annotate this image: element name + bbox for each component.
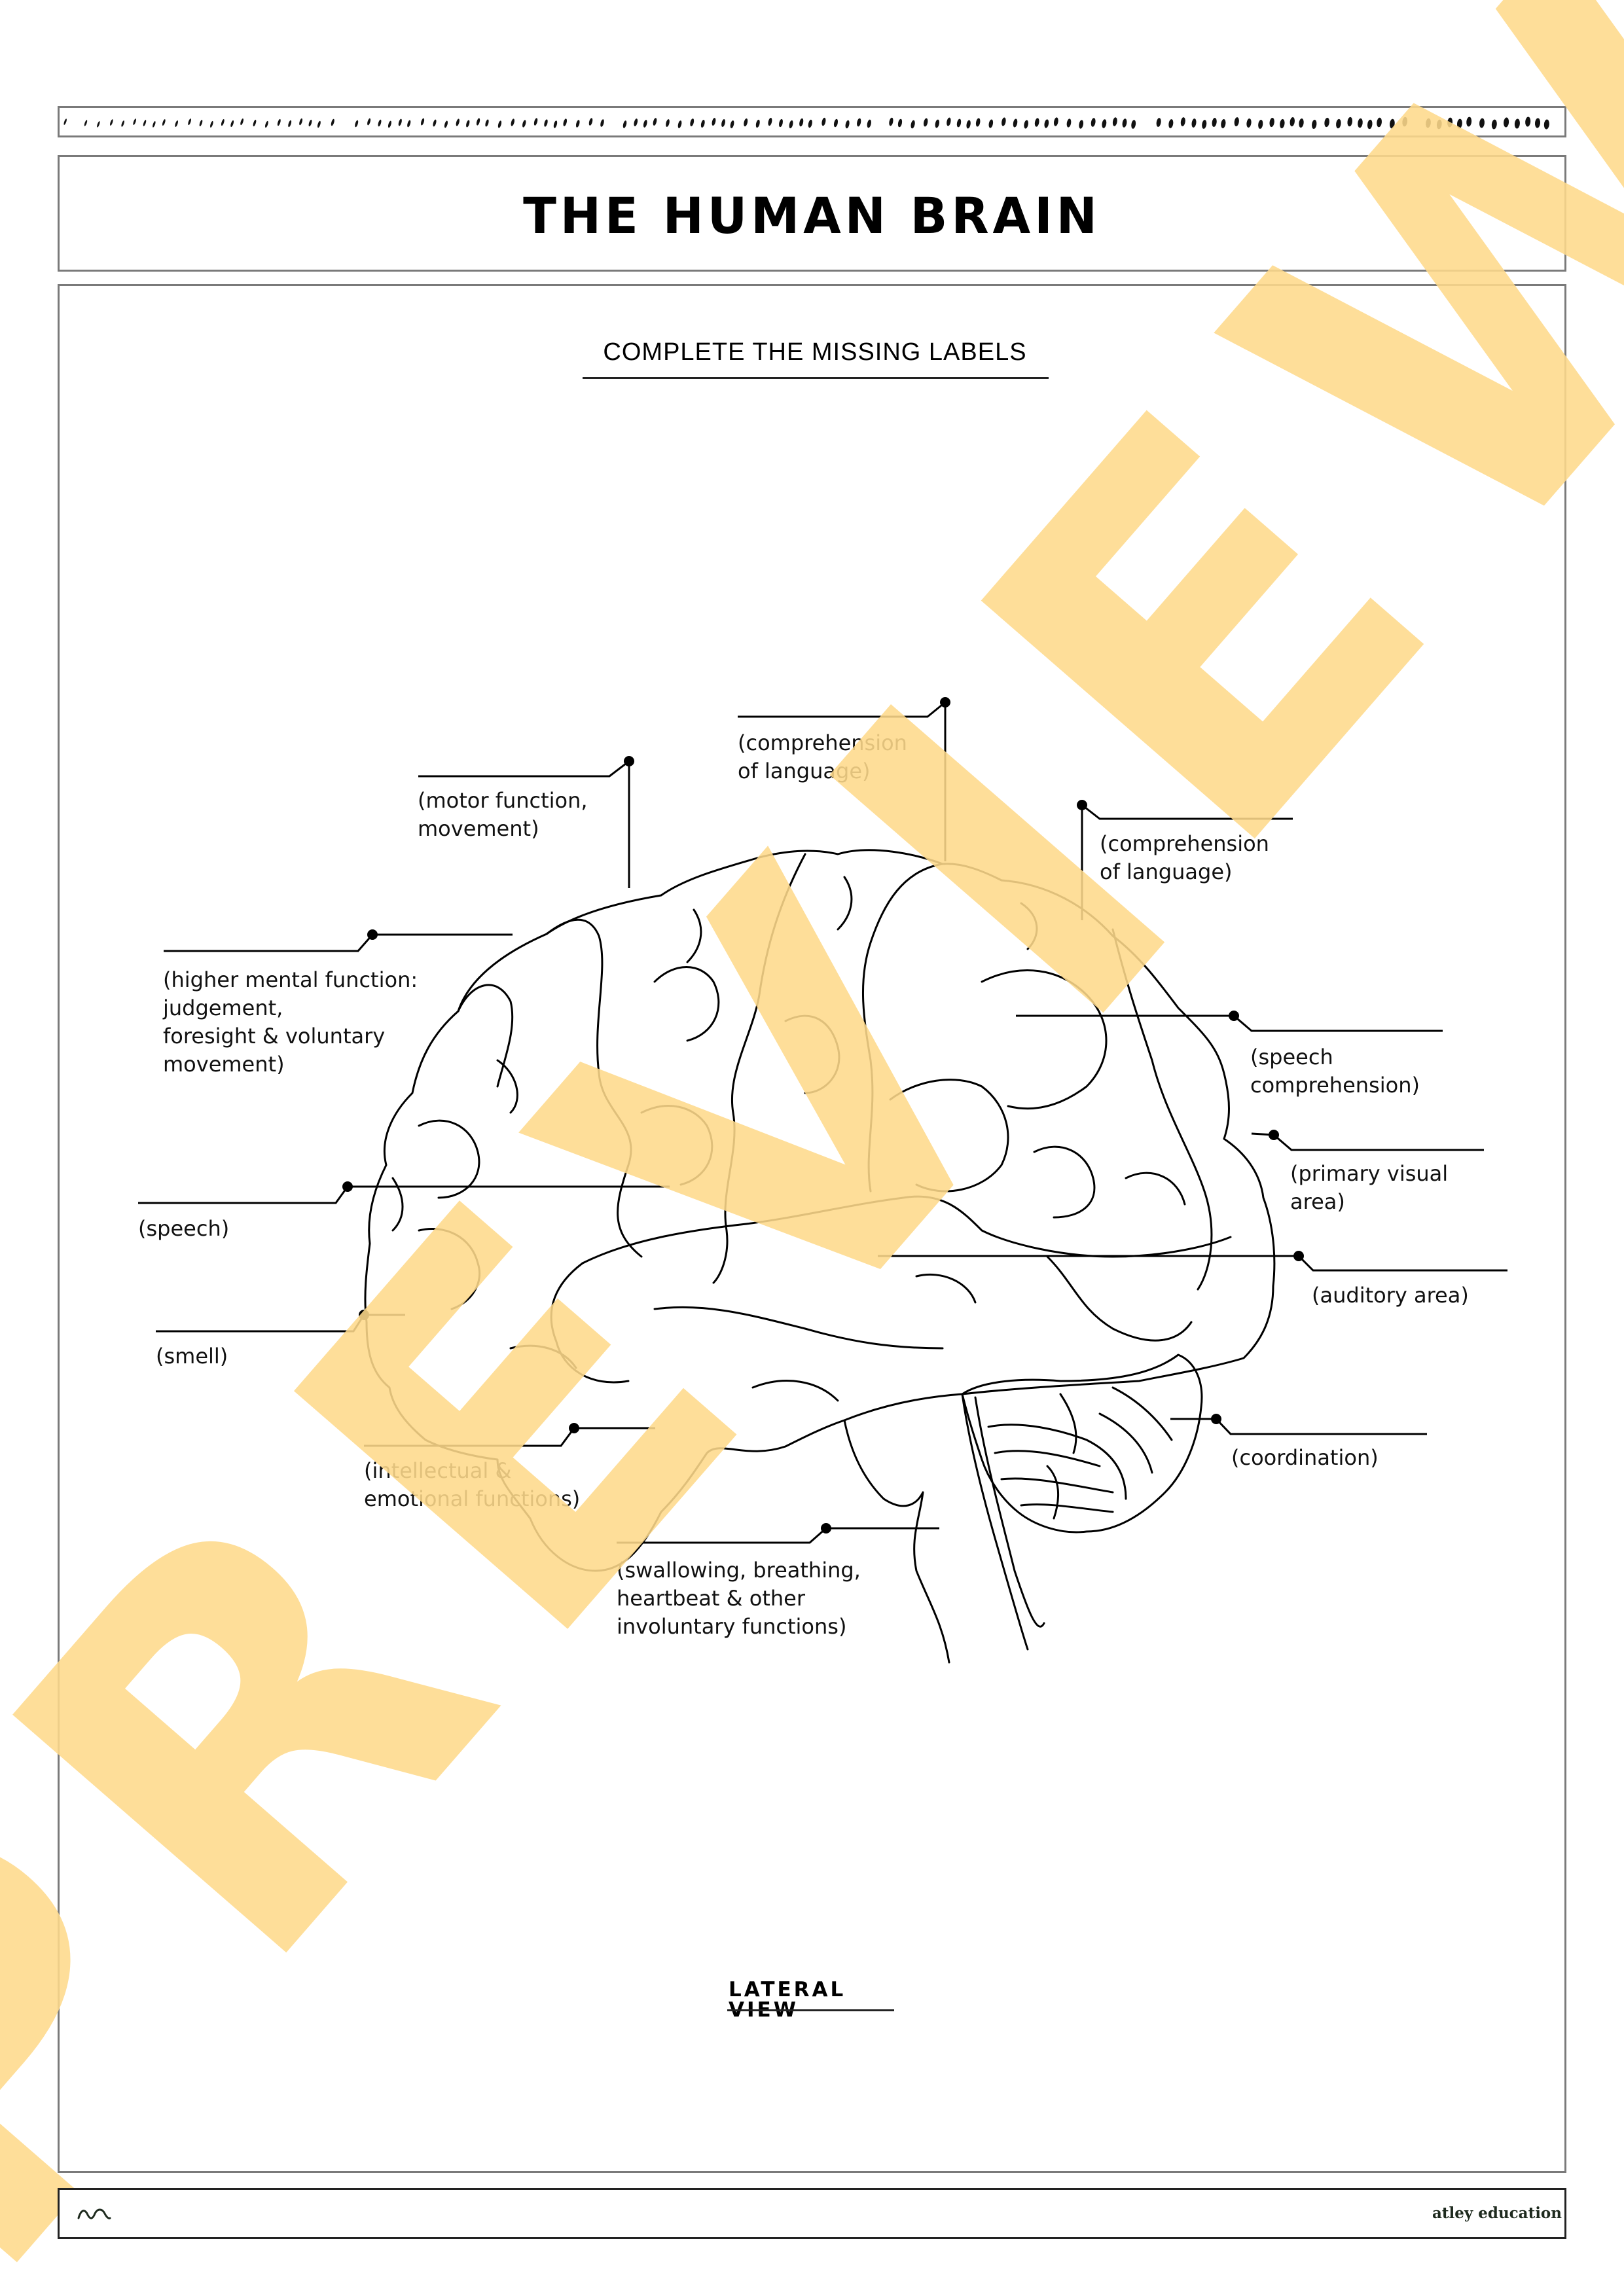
label-comprehension-1-hint: (comprehension of language)	[738, 730, 907, 783]
label-motor-hint: (motor function, movement)	[418, 788, 588, 841]
brand-name: atley education	[1432, 2204, 1562, 2222]
label-intellectual-hint: (intellectual & emotional functions)	[364, 1458, 581, 1511]
label-speech-comprehension-hint: (speech comprehension)	[1250, 1045, 1420, 1098]
label-comprehension-2-hint: (comprehension of language)	[1100, 831, 1269, 884]
page-title: THE HUMAN BRAIN	[523, 187, 1101, 245]
label-higher-mental-hint: (higher mental function: judgement, fore…	[163, 967, 418, 1077]
label-auditory-hint: (auditory area)	[1312, 1283, 1469, 1308]
label-primary-visual-hint: (primary visual area)	[1290, 1161, 1449, 1214]
label-coordination-hint: (coordination)	[1231, 1445, 1379, 1470]
footer-bar	[58, 2188, 1566, 2239]
decorative-top-strip	[58, 106, 1566, 137]
label-involuntary-hint: (swallowing, breathing, heartbeat & othe…	[617, 1558, 861, 1639]
brush-stroke-pattern-icon	[63, 117, 1549, 130]
diagram-panel	[58, 284, 1566, 2173]
view-caption: LATERAL VIEW	[729, 1978, 846, 2022]
instructions-underline	[583, 377, 1049, 379]
wave-icon	[77, 2208, 111, 2219]
label-smell-hint: (smell)	[156, 1344, 228, 1369]
view-caption-underline	[727, 2009, 894, 2011]
label-speech-hint: (speech)	[138, 1216, 230, 1241]
title-box: THE HUMAN BRAIN	[58, 155, 1566, 272]
instructions-heading: COMPLETE THE MISSING LABELS	[603, 338, 1027, 366]
